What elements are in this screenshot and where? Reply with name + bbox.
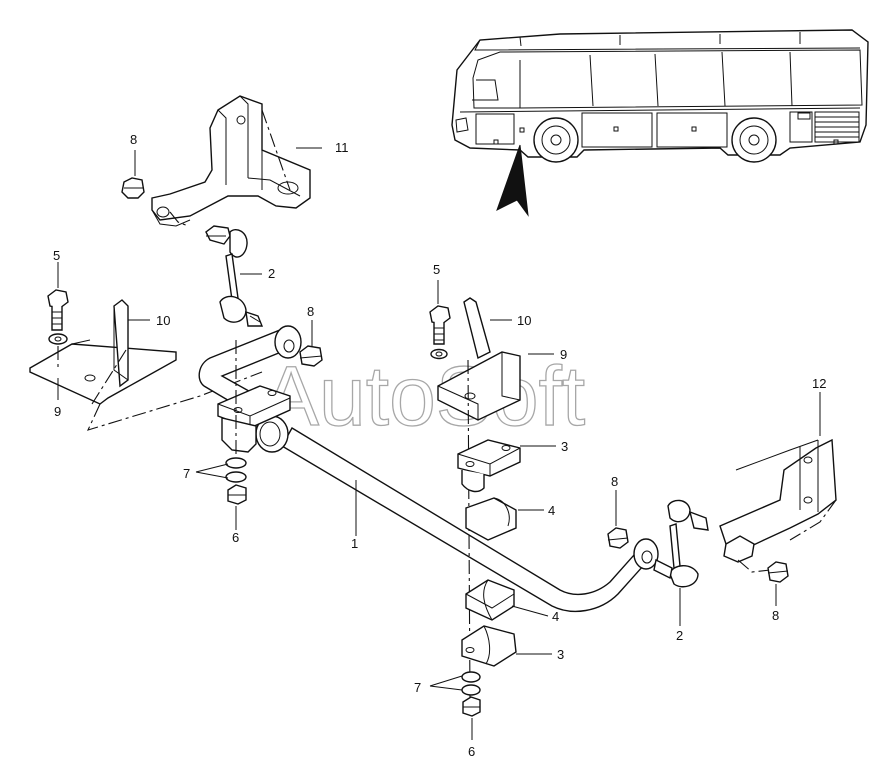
callout-4-lower: 4: [552, 609, 559, 624]
part-washer-left: [48, 333, 68, 345]
part-6-nut-left: [227, 484, 247, 505]
part-2-stabilizer-link-upper: [205, 225, 264, 327]
callout-11: 11: [335, 140, 349, 155]
part-3-clamp-upper: [457, 439, 521, 493]
callout-4-upper: 4: [548, 503, 555, 518]
part-8-nut-right-top: [607, 527, 629, 549]
callout-6-center: 6: [468, 744, 475, 759]
part-11-upper-bracket: [151, 95, 311, 227]
part-3-clamp-lower: [461, 625, 517, 667]
part-1-stabilizer-bar: [198, 325, 659, 613]
callout-7-left: 7: [183, 466, 190, 481]
callout-8-right-bottom: 8: [772, 608, 779, 623]
callout-8-top: 8: [130, 132, 137, 147]
part-4-bushing-upper: [465, 497, 517, 541]
part-6-nut-center: [462, 696, 481, 717]
callout-3-lower: 3: [557, 647, 564, 662]
callout-9-left: 9: [54, 404, 61, 419]
callout-7-center: 7: [414, 680, 421, 695]
callout-labels: 8 11 2 5 10 9 8 7 6 1 5 10 9 3 4 4 3 7 6…: [53, 132, 826, 759]
part-7-washers-center: [461, 671, 481, 696]
callout-2-top: 2: [268, 266, 275, 281]
callout-2-bottom: 2: [676, 628, 683, 643]
part-10-and-9-left-bracket: [29, 299, 263, 431]
callout-12: 12: [812, 376, 826, 391]
part-12-right-bracket: [719, 438, 837, 573]
part-washer-center: [430, 348, 448, 360]
left-bushing-clamp: [217, 340, 291, 460]
callout-10-left: 10: [156, 313, 170, 328]
bus-location-illustration: [451, 29, 869, 217]
leader-lines: [57, 147, 821, 740]
callout-10-center: 10: [517, 313, 531, 328]
rear-grille: [814, 111, 860, 143]
part-5-bolt-left: [47, 289, 69, 331]
part-8-nut-right-bottom: [767, 561, 789, 583]
part-4-bushing-lower: [465, 579, 515, 621]
part-8-nut-top: [121, 177, 145, 199]
callout-1: 1: [351, 536, 358, 551]
callout-8-middle: 8: [307, 304, 314, 319]
front-wheel: [533, 117, 579, 163]
part-5-bolt-center: [429, 305, 451, 345]
callout-8-right-top: 8: [611, 474, 618, 489]
callout-5-left: 5: [53, 248, 60, 263]
part-7-washers-left: [225, 457, 247, 483]
location-arrow-icon: [496, 144, 529, 217]
callout-6-left: 6: [232, 530, 239, 545]
callout-5-center: 5: [433, 262, 440, 277]
rear-wheel: [731, 117, 777, 163]
part-8-nut-middle: [299, 345, 323, 367]
callout-3-upper: 3: [561, 439, 568, 454]
callout-9-center: 9: [560, 347, 567, 362]
part-2-stabilizer-link-lower: [653, 499, 709, 588]
